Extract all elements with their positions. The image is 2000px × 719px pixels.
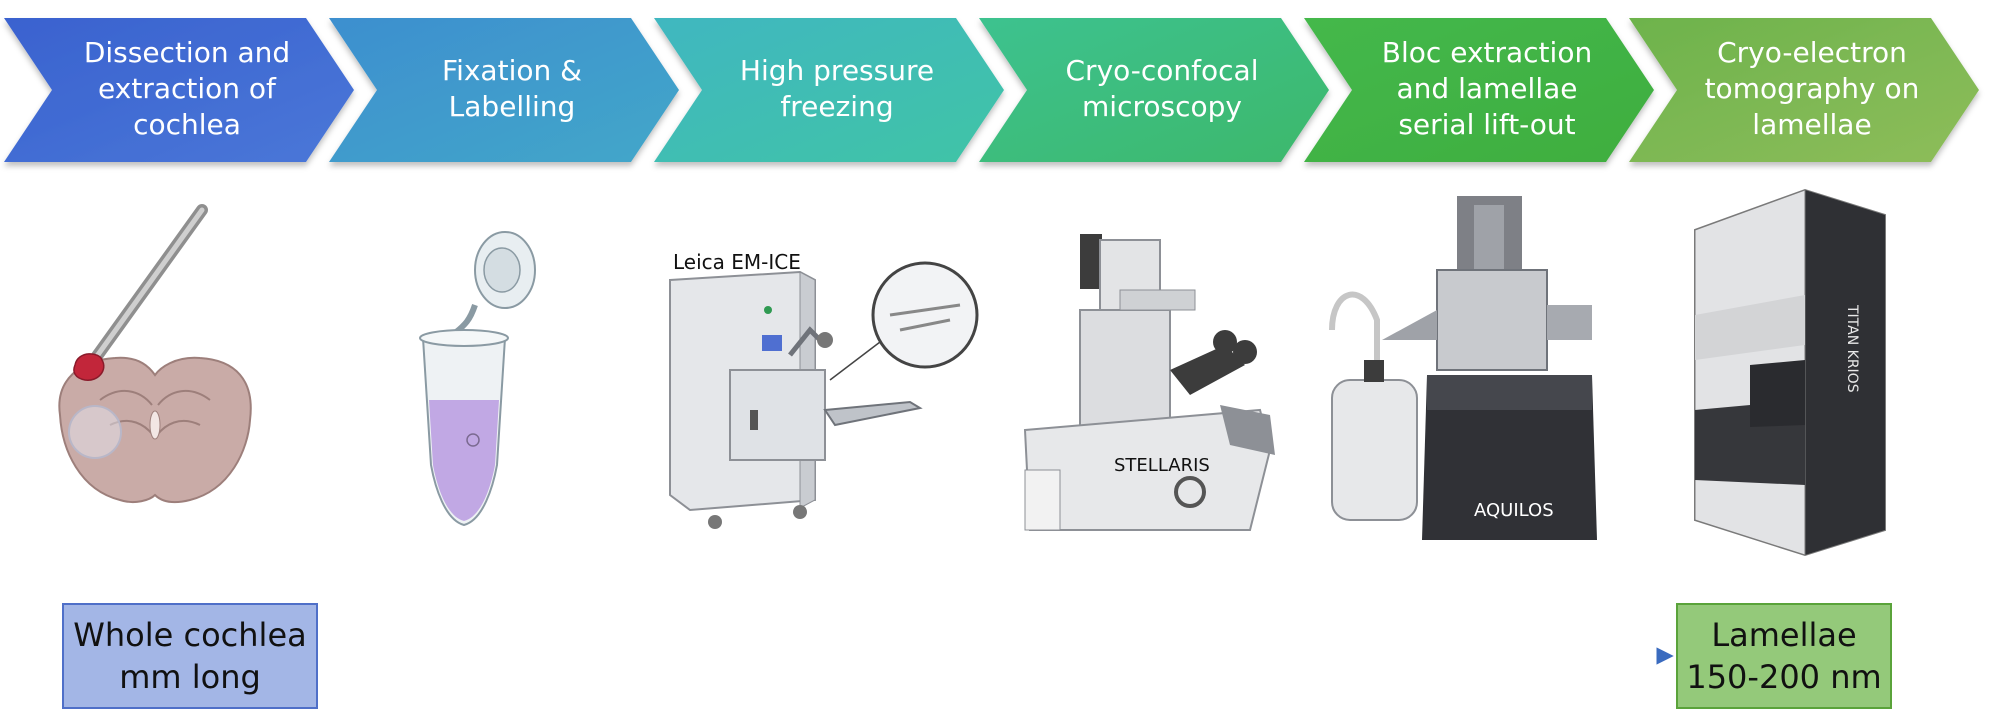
chevron-cryo-et	[1629, 18, 1979, 162]
chevron-fixation	[329, 18, 679, 162]
confocal-microscope-icon	[1023, 234, 1275, 531]
stellaris-label: STELLARIS	[1114, 455, 1210, 476]
chevron-cryo-confocal	[979, 18, 1329, 162]
process-chevrons	[4, 18, 1979, 162]
chevron-bloc-extraction	[1304, 18, 1654, 162]
scale-end-line2: 150-200 nm	[1686, 658, 1882, 696]
tube-illustration	[419, 231, 536, 527]
aquilos-illustration	[1329, 196, 1597, 540]
chevron-hpf	[654, 18, 1004, 162]
step-label-dissection: Dissection and extraction of cochlea	[83, 36, 291, 141]
titan-krios-illustration: TITAN KRIOS	[1694, 188, 1886, 557]
stellaris-illustration	[1023, 234, 1275, 531]
scale-start-box: Whole cochlea mm long	[62, 603, 318, 709]
aquilos-label: AQUILOS	[1474, 500, 1554, 521]
step-label-bloc-extraction: Bloc extraction and lamellae serial lift…	[1381, 36, 1593, 141]
step-label-cryo-confocal: Cryo-confocal microscopy	[1065, 54, 1259, 123]
chevron-dissection	[4, 18, 354, 162]
scale-end-line1: Lamellae	[1711, 616, 1857, 654]
leica-label: Leica EM-ICE	[673, 250, 801, 274]
krios-label: TITAN KRIOS	[1844, 304, 1860, 393]
scale-end-box: Lamellae 150-200 nm	[1676, 603, 1892, 709]
eppendorf-tube-icon	[419, 231, 536, 527]
step-label-cryo-et: Cryo-electron tomography on lamellae	[1704, 36, 1920, 141]
leica-em-ice-illustration	[669, 261, 979, 529]
cochlea-dissection-illustration	[58, 204, 252, 504]
scale-start-line2: mm long	[119, 658, 261, 696]
scale-start-line1: Whole cochlea	[73, 616, 307, 654]
step-label-hpf: High pressure freezing	[739, 54, 935, 123]
cochlea-tissue-icon	[73, 353, 105, 381]
cryo-tem-icon: TITAN KRIOS	[1694, 188, 1886, 557]
step-label-fixation: Fixation & Labelling	[442, 54, 582, 123]
tweezers-icon	[86, 204, 208, 369]
high-pressure-freezer-icon	[669, 261, 979, 529]
cryo-fib-sem-icon	[1329, 196, 1597, 540]
